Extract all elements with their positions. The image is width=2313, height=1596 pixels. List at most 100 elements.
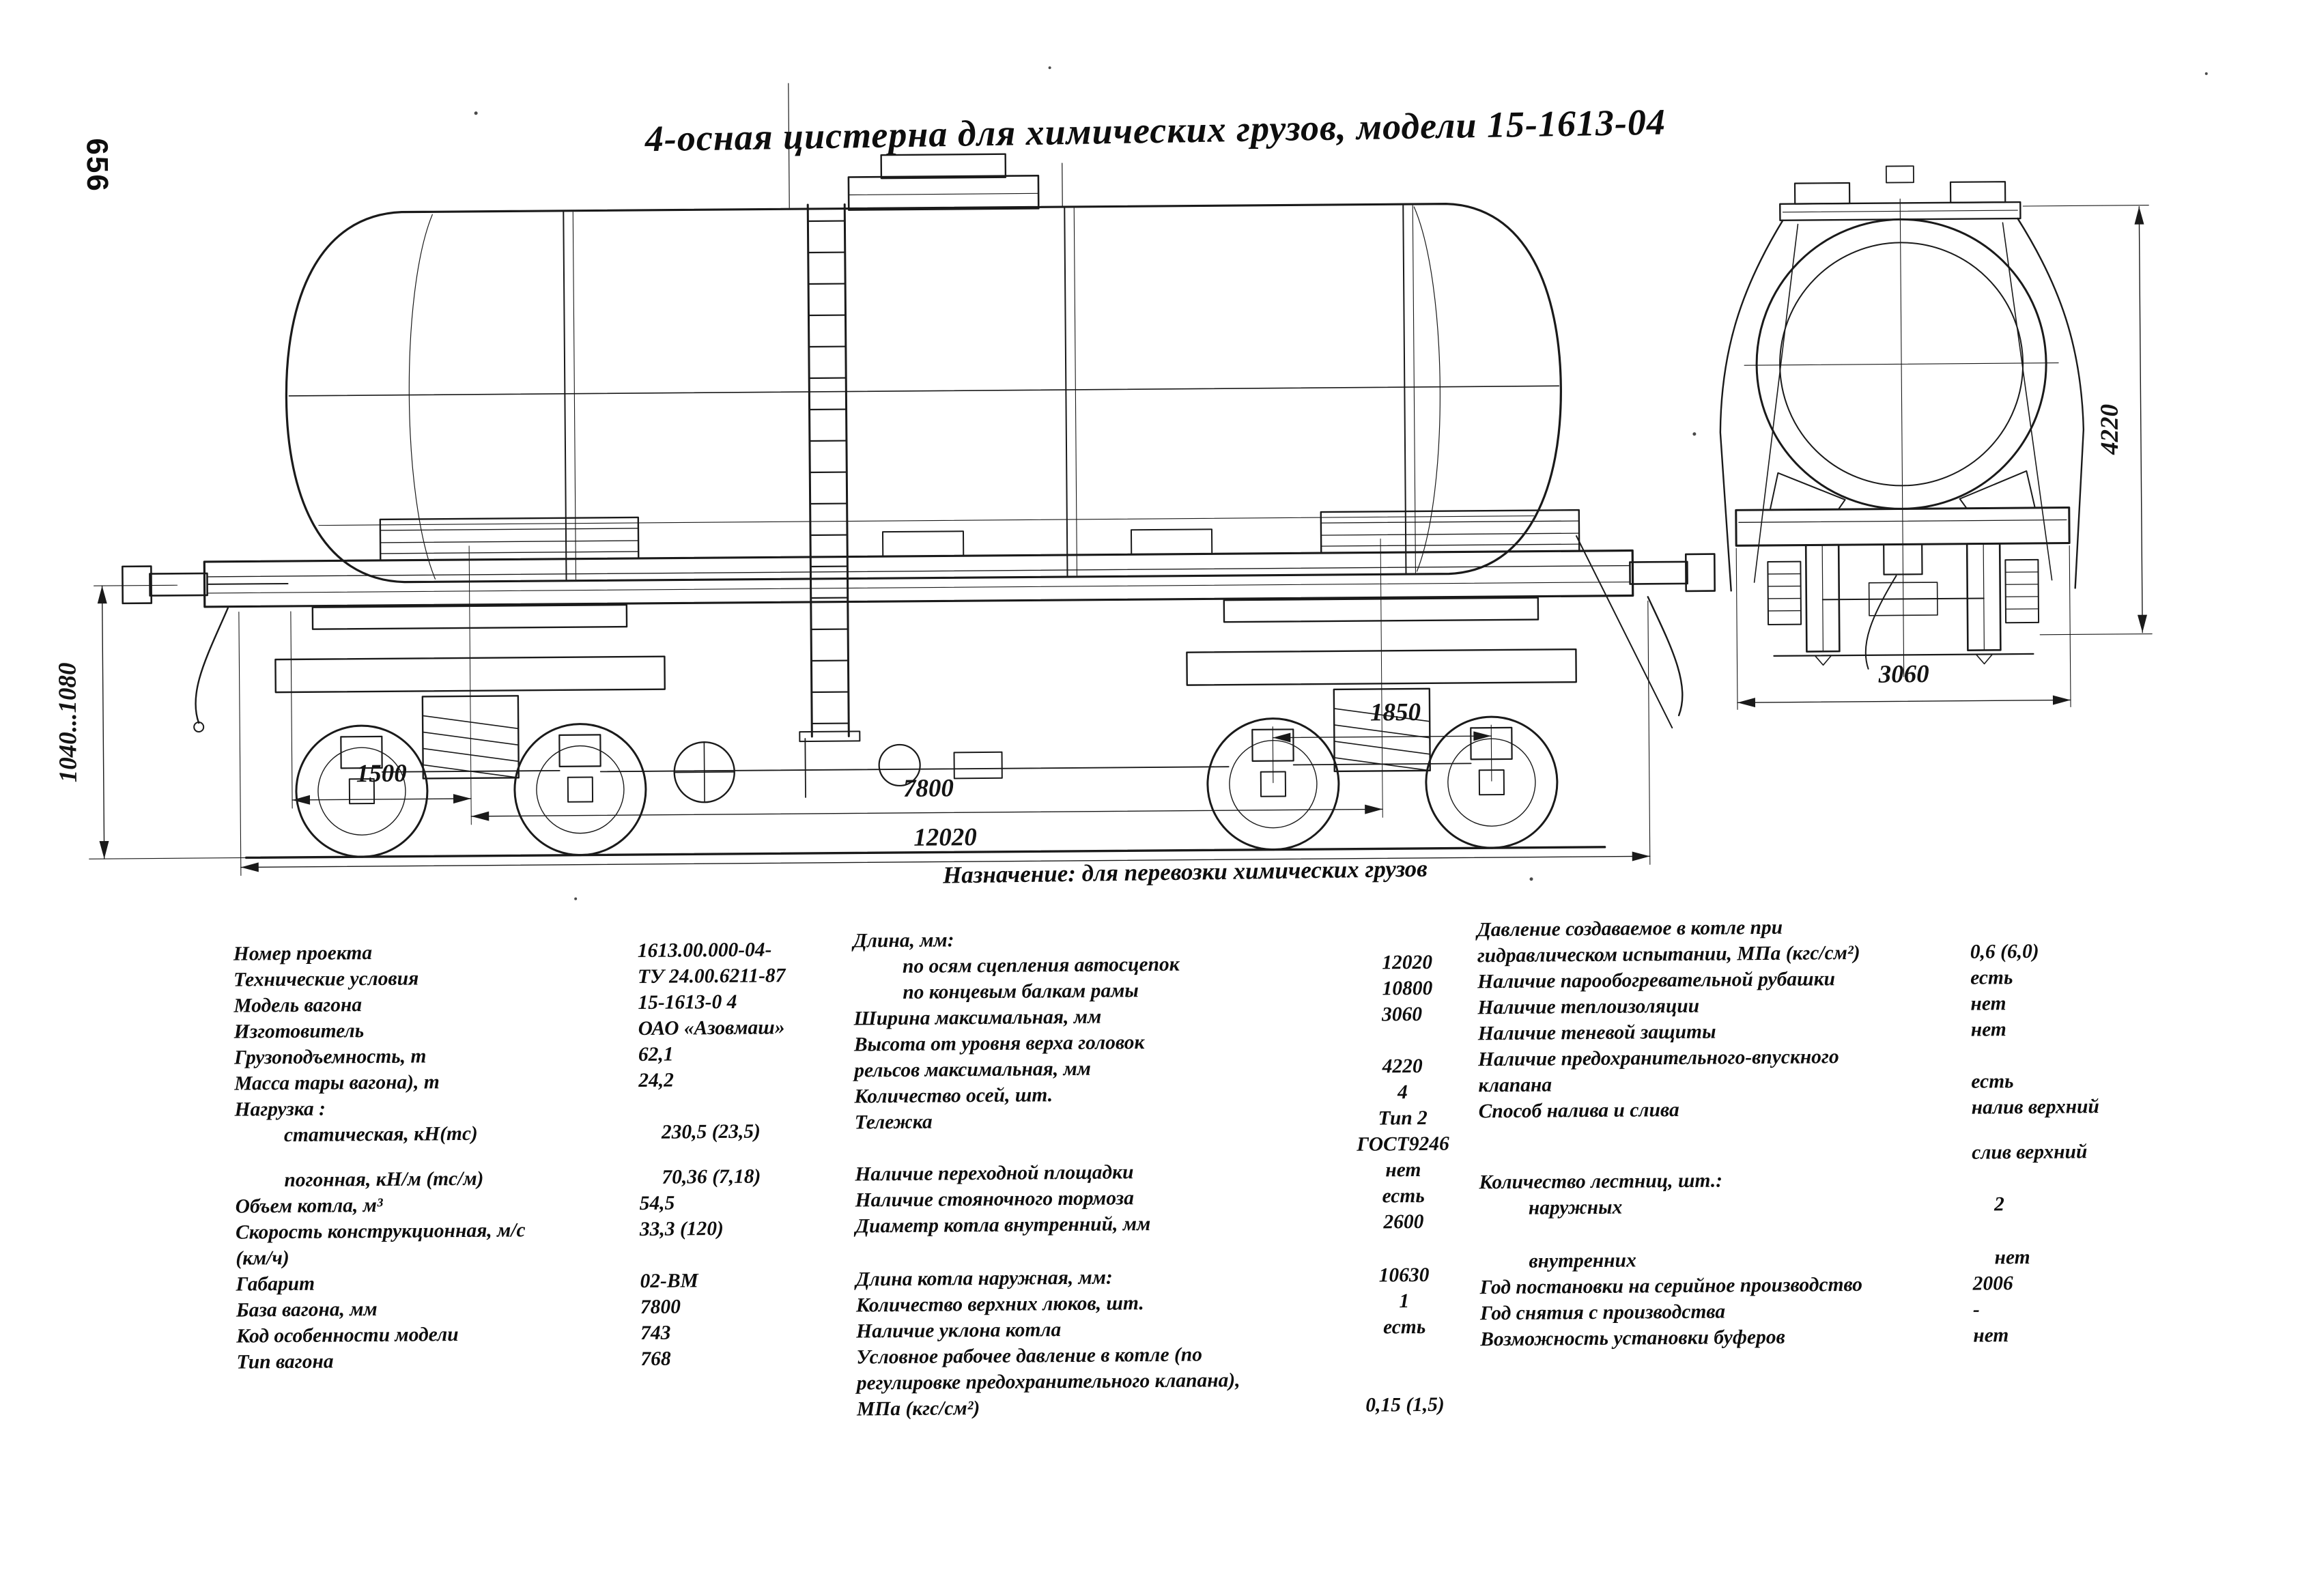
dim-wagon-base: 7800 (903, 774, 954, 803)
spec-label: Длина котла наружная, мм: (855, 1266, 1113, 1291)
spec-label: клапана (1478, 1074, 1552, 1097)
dim-1500: 1500 (356, 760, 407, 788)
spec-value: 10630 (1378, 1264, 1430, 1287)
dim-max-height: 4220 (2096, 404, 2125, 455)
spec-label: Количество верхних люков, шт. (855, 1292, 1144, 1317)
spec-value: 4 (1397, 1081, 1408, 1104)
spec-label: Технические условия (233, 967, 419, 991)
spec-value: 2006 (1972, 1272, 2013, 1295)
spec-value: 2 (1993, 1193, 2004, 1216)
dimension-arrows (97, 206, 2147, 872)
spec-value: есть (1970, 967, 2013, 989)
spec-value: - (1972, 1298, 1980, 1321)
spec-label: (км/ч) (236, 1246, 289, 1270)
spec-value: нет (1970, 1018, 2006, 1041)
spec-row: статическая, кН(тс)230,5 (23,5) (235, 1117, 904, 1149)
spec-label: Количество лестниц, шт.: (1479, 1169, 1723, 1194)
spec-label: Условное рабочее давление в котле (по (856, 1343, 1203, 1369)
spec-label: Высота от уровня верха головок (853, 1031, 1145, 1056)
bogie-left (274, 545, 666, 858)
spec-label: Возможность установки буферов (1480, 1326, 1785, 1351)
spec-label: МПа (кгс/см²) (856, 1397, 980, 1421)
spec-value (1332, 1040, 1473, 1041)
spec-label: Длина, мм: (853, 929, 954, 952)
side-view (122, 83, 1716, 859)
spec-value: есть (1382, 1315, 1426, 1339)
spec-label: по концевым балкам рамы (903, 980, 1139, 1003)
spec-value (1971, 1053, 2271, 1055)
spec-row: Диаметр котла внутренний, мм 2600 (855, 1208, 1474, 1239)
side-view-dimensions (89, 584, 1651, 877)
spec-label: гидравлическом испытании, МПа (кгс/см²) (1477, 941, 1860, 967)
spec-value: Тип 2 (1378, 1107, 1428, 1130)
spec-label: Грузоподъемность, т (233, 1045, 427, 1069)
spec-label: Наличие переходной площадки (855, 1161, 1134, 1186)
spec-value: 0,6 (6,0) (1970, 940, 2039, 963)
spec-column-right: Давление создаваемое в котле при гидравл… (1477, 911, 2279, 1352)
spec-label (1479, 1153, 1972, 1157)
dim-bogie-wheelbase: 1850 (1370, 698, 1421, 727)
spec-label: Модель вагона (233, 994, 363, 1017)
tank-car-technical-drawing: 1040...1080 1500 7800 12020 1850 4220 30… (53, 66, 2208, 900)
spec-label: наружных (1528, 1196, 1623, 1219)
brake-rigging (599, 738, 1230, 803)
end-view (1719, 165, 2085, 677)
dim-length-over-couplers: 12020 (913, 823, 977, 852)
spec-label: Диаметр котла внутренний, мм (855, 1213, 1151, 1238)
spec-value (1334, 1352, 1475, 1354)
spec-label: База вагона, мм (236, 1298, 378, 1322)
spec-value: 10800 (1382, 977, 1433, 1000)
spec-row: Способ налива и слива налив верхний (1479, 1092, 2277, 1124)
spec-label: Способ налива и слива (1478, 1099, 1679, 1123)
dim-max-width: 3060 (1878, 660, 1929, 689)
spec-row: наружных 2 (1479, 1189, 2278, 1221)
spec-value: 4220 (1382, 1055, 1423, 1078)
spec-label: Тип вагона (236, 1350, 334, 1373)
spec-value: 0,15 (1,5) (1365, 1393, 1445, 1416)
spec-label: регулировке предохранительного клапана), (856, 1369, 1240, 1395)
spec-label: внутренних (1529, 1249, 1636, 1272)
spec-label (855, 1145, 1333, 1148)
spec-value (1335, 1378, 1475, 1380)
spec-value: есть (1971, 1070, 2014, 1093)
spec-row: Ширина максимальная, мм 3060 (853, 1001, 1472, 1031)
spec-value: 3060 (1381, 1003, 1423, 1026)
underframe (203, 509, 1634, 608)
spec-label: погонная, кН/м (тс/м) (284, 1167, 484, 1192)
spec-value: 1 (1399, 1290, 1410, 1313)
spec-label: Наличие стояночного тормоза (855, 1187, 1134, 1212)
spec-label: Год постановки на серийное производство (1479, 1273, 1863, 1299)
spec-value: налив верхний (1971, 1096, 2100, 1119)
spec-label: Количество осей, шт. (854, 1084, 1053, 1108)
spec-label: Масса тары вагона), т (234, 1071, 440, 1095)
spec-value: слив верхний (1972, 1141, 2088, 1164)
spec-label: Ширина максимальная, мм (853, 1006, 1102, 1030)
spec-label: Объем котла, м³ (235, 1194, 383, 1218)
spec-label: Код особенности модели (236, 1324, 459, 1348)
spec-value (1972, 1176, 2272, 1178)
spec-value: 2600 (1383, 1210, 1424, 1234)
spec-label: Год снятия с производства (1479, 1300, 1726, 1325)
spec-label: Габарит (236, 1272, 315, 1296)
spec-label: Давление создаваемое в котле при (1477, 916, 1783, 941)
spec-label: Наличие теплоизоляции (1477, 995, 1700, 1019)
spec-value: нет (1970, 993, 2006, 1015)
spec-value: нет (1994, 1246, 2030, 1269)
spec-label: статическая, кН(тс) (283, 1122, 478, 1147)
spec-label: Наличие парообогревательной рубашки (1477, 968, 1836, 993)
scan-speckles (474, 66, 2208, 900)
spec-label: Тележка (854, 1111, 933, 1134)
coupler-right (1576, 535, 1716, 729)
spec-label: Наличие теневой защиты (1477, 1021, 1716, 1045)
spec-row: МПа (кгс/см²) 0,15 (1,5) (857, 1391, 1475, 1422)
spec-label: Номер проекта (233, 942, 373, 965)
end-view-dimensions (1735, 205, 2153, 710)
coupler-left (122, 565, 289, 733)
